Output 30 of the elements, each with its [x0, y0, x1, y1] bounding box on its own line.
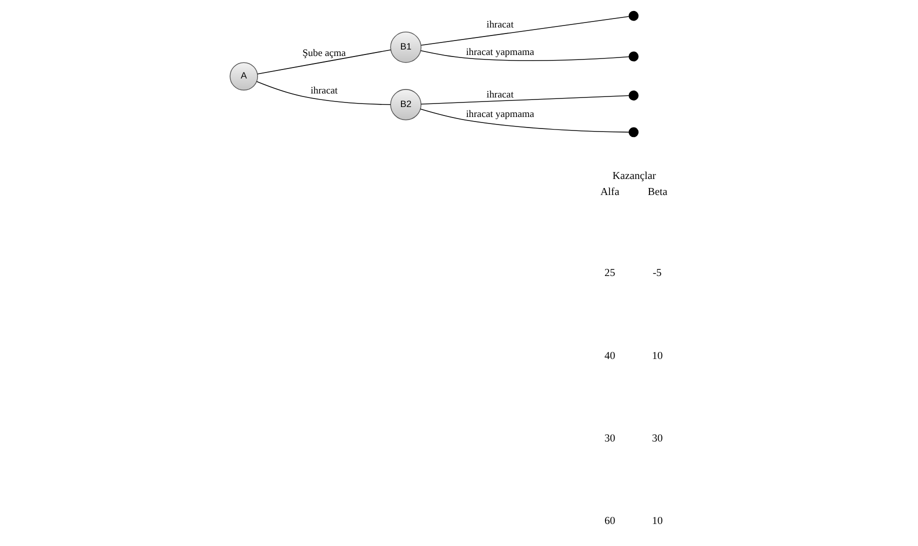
- node-circle: B2: [390, 89, 422, 120]
- node-label: 30: [652, 432, 663, 444]
- node-circle: B1: [390, 32, 422, 63]
- edge-label: Şube açma: [302, 48, 346, 59]
- edge-label: ihracat yapmama: [466, 47, 534, 58]
- node-label: 40: [604, 350, 616, 362]
- connector: [420, 95, 630, 104]
- edge-label: ihracat: [310, 85, 338, 96]
- node-label: -5: [652, 267, 662, 280]
- connector: [420, 50, 630, 61]
- node-label: 25: [604, 267, 616, 280]
- node-label: 60: [604, 515, 616, 528]
- connector: [257, 49, 392, 74]
- connector: [420, 16, 630, 46]
- node-circle: [628, 127, 639, 138]
- edge-label: ihracat: [486, 89, 514, 100]
- node-label: 30: [604, 432, 616, 444]
- label: Alfa: [600, 186, 620, 198]
- node-circle: A: [230, 62, 258, 90]
- edge-label: ihracat: [486, 20, 514, 31]
- node-label: 10: [652, 515, 663, 528]
- label: Kazançlar: [612, 170, 656, 182]
- edge-label: ihracat yapmama: [466, 109, 534, 120]
- connector: [256, 81, 391, 105]
- node-circle: [628, 51, 639, 62]
- label: Beta: [648, 186, 668, 198]
- connector: [420, 108, 630, 133]
- node-circle: [628, 10, 639, 21]
- node-circle: [628, 90, 639, 100]
- node-label: 10: [652, 350, 663, 362]
